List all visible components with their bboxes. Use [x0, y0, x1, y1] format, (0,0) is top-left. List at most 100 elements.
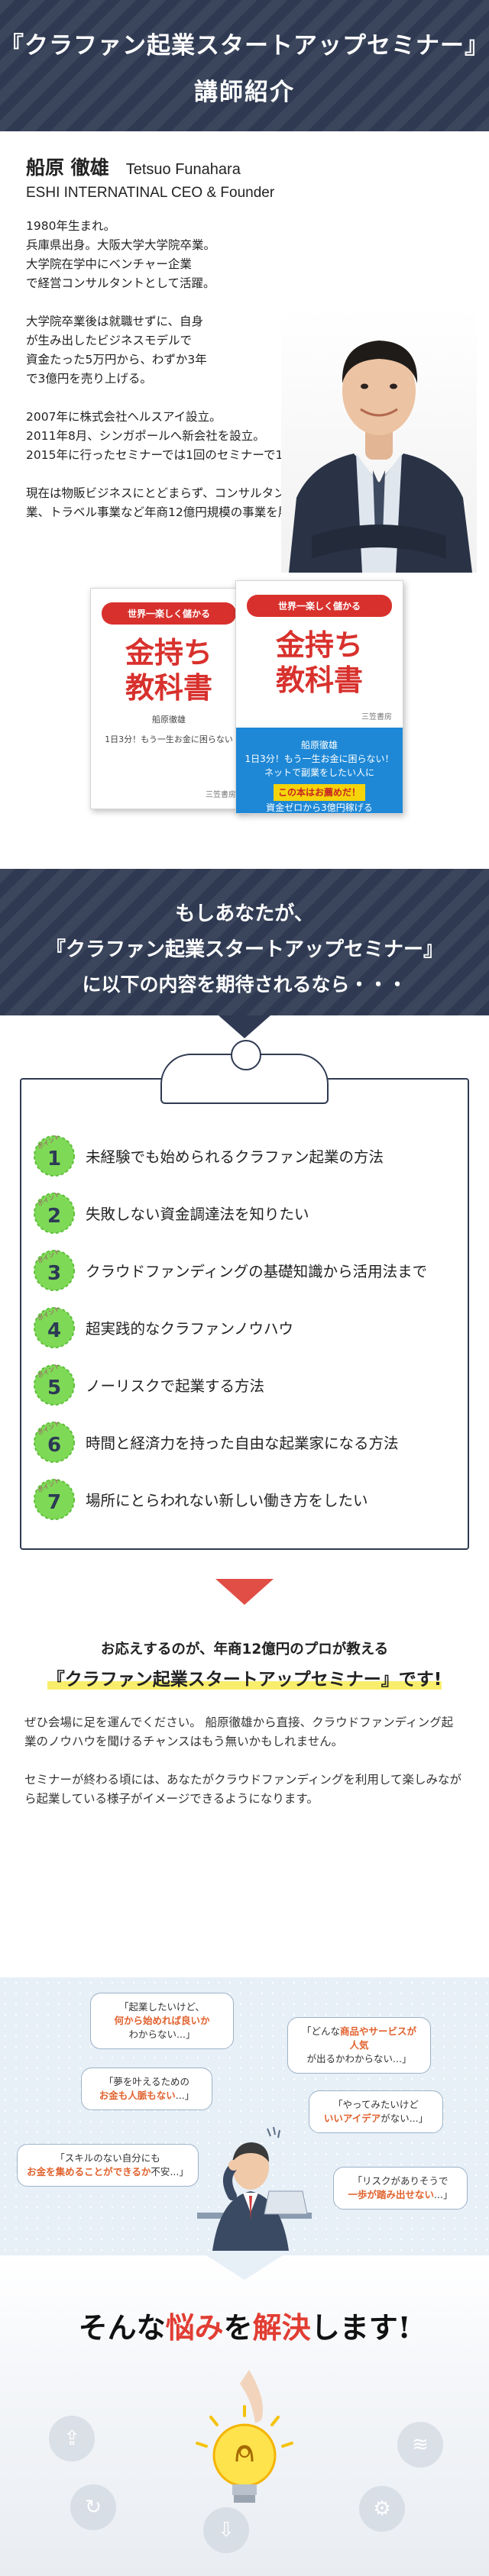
book-band: 世界一楽しく儲かる	[102, 602, 236, 625]
book-cover-1: 世界一楽しく儲かる 金持ち 教科書 船原徹雄 1日3分！もう一生お金に困らない …	[90, 588, 248, 809]
profile-line: で3億円を売り上げる。	[26, 372, 152, 386]
point-text: ノーリスクで起業する方法	[86, 1377, 265, 1395]
solve-highlight: 悩み	[165, 2310, 224, 2345]
worry-text: 「起業したいけど、	[119, 2001, 205, 2013]
upload-icon: ⇪	[49, 2416, 95, 2461]
profile-line: 資金たった5万円から、わずか3年	[26, 353, 207, 366]
book-subtitle: 1日3分！もう一生お金に困らない	[105, 734, 233, 744]
worry-text: 「リスクがありそうで	[352, 2175, 449, 2187]
seminar-title: 『クラファン起業スタートアップセミナー』	[0, 32, 489, 60]
expect-line-2: 『クラファン起業スタートアップセミナー』	[45, 938, 443, 961]
answer-title-text: 『クラファン起業スタートアップセミナー』です!	[47, 1670, 442, 1690]
book-obi: 船原徹雄 1日3分！もう一生お金に困らない！ ネットで副業をしたい人に この本は…	[236, 728, 403, 813]
worry-bubble-2: 「どんな商品やサービスが人気 が出るかわからない...」	[287, 2017, 431, 2074]
wifi-icon: ≋	[397, 2422, 443, 2468]
worry-highlight: お金も人脈もない	[99, 2090, 176, 2101]
profile-line: 兵庫県出身。大阪大学大学院卒業。	[26, 238, 216, 252]
instructor-profile: 船原 徹雄 Tetsuo Funahara ESHI INTERNATINAL …	[0, 131, 489, 580]
answer-body: ぜひ会場に足を運んでください。 船原徹雄から直接、クラウドファンディング起業のノ…	[0, 1690, 489, 1809]
expect-line-1: もしあなたが、	[175, 902, 314, 925]
worry-highlight: 一歩が踏み出せない	[348, 2189, 435, 2200]
solve-title: そんな悩みを解決します!	[0, 2255, 489, 2346]
worry-text: 「どんな	[301, 2026, 340, 2037]
instructor-header: 『クラファン起業スタートアップセミナー』 講師紹介	[0, 0, 489, 131]
point-text: クラウドファンディングの基礎知識から活用法まで	[86, 1263, 428, 1280]
point-number: 5	[47, 1376, 62, 1399]
point-text: 失敗しない資金調達法を知りたい	[86, 1206, 309, 1223]
refresh-icon: ↻	[70, 2484, 116, 2530]
worry-text: 「スキルのない自分にも	[55, 2152, 160, 2164]
worry-text: わからない...」	[128, 2029, 196, 2040]
gear-icon: ⚙	[359, 2486, 405, 2532]
lightbulb-icon	[176, 2370, 313, 2523]
point-text: 場所にとらわれない新しい働き方をしたい	[86, 1492, 368, 1509]
profile-paragraph-1: 1980年生まれ。 兵庫県出身。大阪大学大学院卒業。 大学院在学中にベンチャー企…	[26, 217, 286, 293]
clipboard-clip	[160, 1040, 329, 1104]
expect-line-3: に以下の内容を期待されるなら・・・	[82, 973, 407, 996]
down-arrow-icon	[215, 1579, 274, 1605]
worry-bubble-5: 「スキルのない自分にも お金を集めることができるか不安...」	[17, 2144, 199, 2187]
worry-highlight: いいアイデア	[323, 2113, 381, 2124]
book-covers: 世界一楽しく儲かる 金持ち 教科書 船原徹雄 1日3分！もう一生お金に困らない …	[0, 580, 489, 869]
point-number: 7	[47, 1490, 62, 1514]
answer-paragraph-1: ぜひ会場に足を運んでください。 船原徹雄から直接、クラウドファンディング起業のノ…	[24, 1716, 454, 1748]
profile-paragraph-3: 2007年に株式会社ヘルスアイ設立。 2011年8月、シンガポールへ新会社を設立…	[26, 408, 489, 465]
portrait-illustration	[281, 307, 477, 573]
answer-lead: お応えするのが、年商12億円のプロが教える	[100, 1641, 389, 1658]
profile-line: で経営コンサルタントとして活躍。	[26, 276, 215, 290]
book-obi-line: ネットで副業をしたい人に	[264, 767, 374, 778]
book-publisher: 三笠書房	[361, 713, 392, 721]
point-number: 6	[47, 1433, 62, 1457]
point-number: 4	[47, 1319, 62, 1342]
book-obi-line: 資金ゼロから3億円稼げる	[266, 802, 373, 813]
instructor-name: 船原 徹雄 Tetsuo Funahara	[26, 153, 489, 180]
book-title: 金持ち 教科書	[91, 635, 247, 705]
solve-text: そんな	[78, 2310, 166, 2345]
worry-bubble-4: 「やってみたいけど いいアイデアがない...」	[309, 2090, 443, 2133]
worry-text: 「夢を叶えるための	[103, 2076, 190, 2087]
book-cover-2: 世界一楽しく儲かる 金持ち 教科書 船原徹雄 1日3分！もう一生お金に困らない！…	[235, 580, 403, 814]
worry-text: がない...」	[381, 2113, 429, 2124]
worry-highlight: お金を集めることができるか	[27, 2166, 151, 2177]
worry-bubble-6: 「リスクがありそうで 一歩が踏み出せない...」	[333, 2167, 468, 2210]
profile-line: 大学院卒業後は就職せずに、自身	[26, 315, 204, 328]
book-title-line: 金持ち	[125, 636, 212, 670]
point-text: 未経験でも始められるクラファン起業の方法	[86, 1148, 384, 1166]
point-text: 超実践的なクラファンノウハウ	[86, 1320, 294, 1338]
profile-line: 大学院在学中にベンチャー企業	[26, 257, 192, 271]
worry-text: 「やってみたいけど	[333, 2099, 419, 2110]
profile-line: 2015年に行ったセミナーでは1回のセミナーで1000人を動員。	[26, 448, 365, 462]
profile-paragraph-2: 大学院卒業後は就職せずに、自身 が生み出したビジネスモデルで 資金たった5万円か…	[26, 312, 286, 389]
profile-line: 業、トラベル事業など年商12億円規模の事業を展開している。	[26, 505, 361, 519]
worry-bubble-3: 「夢を叶えるための お金も人脈もない...」	[81, 2068, 212, 2110]
answer-title: 『クラファン起業スタートアップセミナー』です!	[0, 1664, 489, 1690]
worried-man-illustration	[182, 2106, 319, 2251]
profile-line: が生み出したビジネスモデルで	[26, 334, 193, 347]
expectation-header: もしあなたが、 『クラファン起業スタートアップセミナー』 に以下の内容を期待され…	[0, 869, 489, 1038]
book-author: 船原徹雄	[152, 715, 186, 725]
name-english: Tetsuo Funahara	[125, 161, 241, 178]
section-title: 講師紹介	[194, 79, 295, 106]
name-japanese: 船原 徹雄	[26, 157, 109, 179]
book-publisher: 三笠書房	[206, 791, 236, 799]
book-title-line: 教科書	[125, 671, 212, 705]
worry-text: 不安...」	[151, 2166, 189, 2177]
solve-section: そんな悩みを解決します! ⇪ ↻ ⇩ ⚙ ≋	[0, 2255, 489, 2576]
profile-line: 1980年生まれ。	[26, 219, 116, 233]
profile-line: 2011年8月、シンガポールへ新会社を設立。	[26, 429, 265, 443]
profile-line: 2007年に株式会社ヘルスアイ設立。	[26, 410, 222, 424]
